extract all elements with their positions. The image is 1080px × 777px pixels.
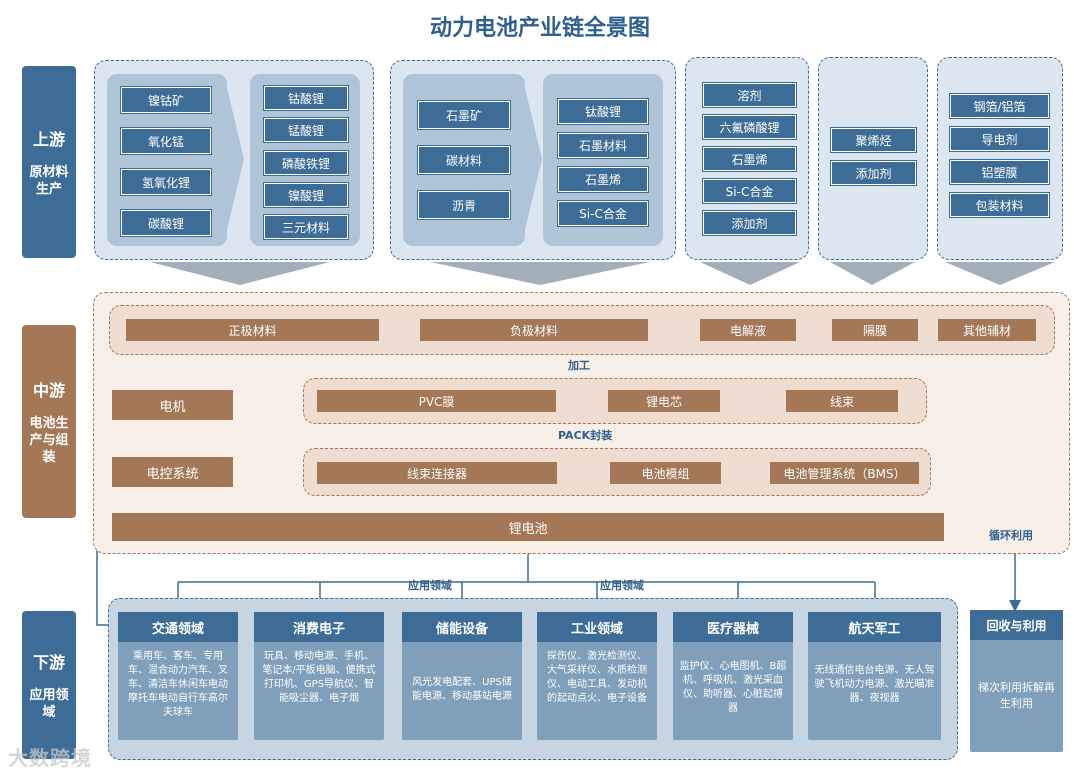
pack-label: PACK封装	[558, 429, 613, 442]
watermark: 大数跨境	[8, 746, 92, 770]
downstream-title: 下游	[32, 653, 65, 672]
material-box: 石墨矿	[418, 101, 510, 129]
application-card-medical: 医疗器械 监护仪、心电图机、B超机、呼吸机、激光采血仪、助听器、心脏起搏器	[673, 612, 793, 740]
material-bar: 正极材料	[126, 319, 379, 341]
cell-component: 线束	[786, 390, 898, 412]
material-box: 溶剂	[703, 83, 796, 107]
material-box: 石墨材料	[558, 133, 648, 158]
application-card-aerospace: 航天军工 无线通信电台电源、无人驾驶飞机动力电源、激光瞄准器、夜视器	[808, 612, 941, 740]
material-box: 氧化锰	[121, 128, 211, 154]
material-bar: 电解液	[700, 319, 796, 341]
material-bar: 其他辅材	[938, 319, 1036, 341]
material-box: 导电剂	[950, 127, 1049, 151]
card-title: 回收与利用	[970, 610, 1063, 640]
pack-component: 电池管理系统（BMS）	[770, 462, 919, 484]
material-box: 聚烯烃	[831, 128, 916, 152]
card-body: 监护仪、心电图机、B超机、呼吸机、激光采血仪、助听器、心脏起搏器	[679, 661, 787, 714]
process-label: 加工	[568, 359, 590, 372]
page-title: 动力电池产业链全景图	[429, 16, 650, 41]
motor-box: 电机	[112, 390, 233, 420]
upstream-group-separator	[818, 57, 928, 260]
material-box: 镍酸锂	[264, 183, 348, 207]
upstream-title: 上游	[32, 130, 65, 149]
pack-component: 电池模组	[610, 462, 721, 484]
material-box: 添加剂	[831, 161, 916, 185]
material-box: 石墨烯	[558, 167, 648, 192]
card-body: 无线通信电台电源、无人驾驶飞机动力电源、激光瞄准器、夜视器	[814, 665, 935, 704]
midstream-label: 中游 电池生产与组装	[22, 325, 76, 518]
card-title: 储能设备	[402, 612, 522, 642]
cell-component: PVC膜	[317, 390, 556, 412]
card-body: 梯次利用拆解再生利用	[978, 681, 1055, 710]
downstream-subtitle: 应用领域	[29, 688, 69, 720]
recycle-label: 循环利用	[989, 529, 1033, 542]
material-box: 钢箔/铝箔	[950, 94, 1049, 118]
material-bar: 隔膜	[832, 319, 918, 341]
card-body: 风光发电配套、UPS储能电源、移动基站电源	[412, 677, 512, 702]
material-box: 磷酸铁锂	[264, 151, 348, 175]
funnel-arrow	[150, 262, 330, 285]
material-box: 六氟磷酸锂	[703, 115, 796, 139]
material-box: 氢氧化锂	[121, 169, 211, 195]
material-box: 石墨烯	[703, 147, 796, 171]
card-title: 工业领域	[537, 612, 657, 642]
funnel-arrow	[945, 262, 1055, 285]
application-card-electronics: 消费电子 玩具、移动电源、手机、笔记本/平板电脑、便携式打印机、GPS导航仪、智…	[254, 612, 384, 740]
pack-component: 线束连接器	[317, 462, 557, 484]
card-title: 医疗器械	[673, 612, 793, 642]
material-box: 镍钴矿	[121, 87, 211, 113]
funnel-arrow	[700, 262, 800, 285]
card-body: 探伤仪、激光检测仪、大气采样仪、水质检测仪、电动工具、发动机的起动点火、电子设备	[547, 651, 647, 704]
control-box: 电控系统	[112, 457, 233, 487]
card-body: 玩具、移动电源、手机、笔记本/平板电脑、便携式打印机、GPS导航仪、智能吸尘器、…	[262, 651, 376, 704]
material-box: 碳酸锂	[121, 210, 211, 236]
group-arrow	[226, 84, 244, 234]
application-label: 应用领域	[408, 579, 452, 592]
card-title: 航天军工	[808, 612, 941, 642]
material-box: 锰酸锂	[264, 118, 348, 142]
material-box: 三元材料	[264, 215, 348, 239]
group-arrow	[524, 84, 542, 234]
material-box: 沥青	[418, 191, 510, 219]
application-card-storage: 储能设备 风光发电配套、UPS储能电源、移动基站电源	[402, 612, 522, 740]
funnel-arrow	[830, 262, 915, 285]
card-body: 乘用车、客车、专用车、混合动力汽车、叉车、清洁车休闲车电动摩托车电动自行车高尔夫…	[128, 651, 228, 718]
upstream-label: 上游 原材料生产	[22, 66, 76, 258]
downstream-label: 下游 应用领域	[22, 611, 76, 759]
material-box: 钴酸锂	[264, 86, 348, 110]
card-title: 交通领域	[118, 612, 238, 642]
material-box: 碳材料	[418, 146, 510, 174]
material-box: Si-C合金	[703, 179, 796, 203]
recycle-card: 回收与利用 梯次利用拆解再生利用	[970, 610, 1063, 752]
application-label: 应用领域	[600, 579, 644, 592]
midstream-subtitle: 电池生产与组装	[29, 416, 69, 465]
material-box: 铝塑膜	[950, 160, 1049, 184]
upstream-group-other	[937, 57, 1063, 260]
card-title: 消费电子	[254, 612, 384, 642]
material-box: 钛酸锂	[558, 99, 648, 124]
material-box: 包装材料	[950, 193, 1049, 217]
funnel-arrow	[430, 262, 650, 285]
lithium-battery-bar: 锂电池	[112, 513, 944, 541]
upstream-subtitle: 原材料生产	[29, 165, 69, 197]
application-card-transport: 交通领域 乘用车、客车、专用车、混合动力汽车、叉车、清洁车休闲车电动摩托车电动自…	[118, 612, 238, 740]
material-box: Si-C合金	[558, 201, 648, 226]
material-bar: 负极材料	[420, 319, 648, 341]
material-box: 添加剂	[703, 211, 796, 235]
midstream-title: 中游	[32, 381, 65, 400]
application-card-industry: 工业领域 探伤仪、激光检测仪、大气采样仪、水质检测仪、电动工具、发动机的起动点火…	[537, 612, 657, 740]
cell-component: 锂电芯	[608, 390, 720, 412]
